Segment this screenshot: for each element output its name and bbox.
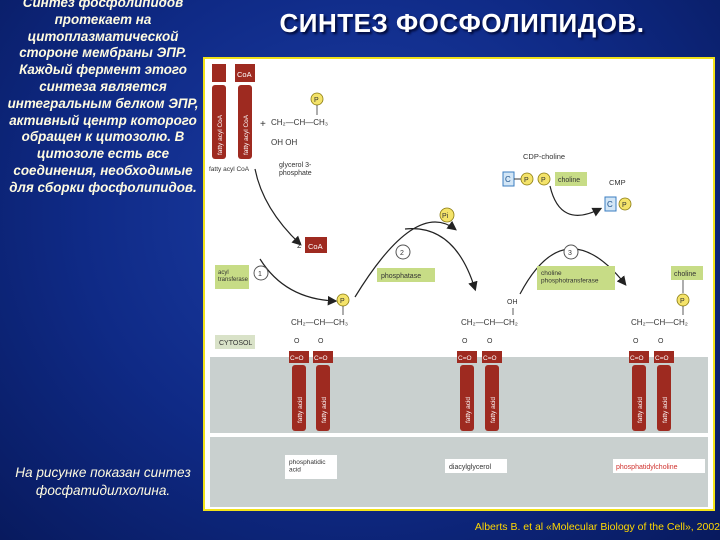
svg-text:P: P xyxy=(340,298,345,305)
step-3-marker xyxy=(563,244,579,260)
svg-text:CH₂—CH—CH₂: CH₂—CH—CH₂ xyxy=(631,318,688,327)
coa-box-2 xyxy=(235,64,255,82)
svg-text:O: O xyxy=(633,338,639,345)
svg-text:O: O xyxy=(462,338,468,345)
svg-text:CDP-choline: CDP-choline xyxy=(523,152,565,161)
svg-text:P: P xyxy=(541,177,546,184)
phosphatidic-acid-molecule: P CH₂—CH—CH₃ O O C=O C=O fatty acid fatt… xyxy=(289,293,350,431)
svg-text:O: O xyxy=(318,338,324,345)
svg-text:P: P xyxy=(680,298,685,305)
svg-text:choline: choline xyxy=(674,271,696,278)
inorganic-phosphate: Pi xyxy=(439,207,455,223)
svg-text:+: + xyxy=(260,119,266,130)
released-coa: 2 CoA xyxy=(297,237,327,253)
svg-text:2: 2 xyxy=(400,250,404,257)
coa-box-3 xyxy=(305,237,327,253)
svg-text:C: C xyxy=(607,200,613,209)
step-1-marker xyxy=(253,265,269,281)
phosphatidylcholine-label: phosphatidylcholine xyxy=(616,464,678,471)
phosphatidylcholine-molecule: P CH₂—CH—CH₂ O O C=O C=O fatty acid fatt… xyxy=(629,293,690,431)
step-2-marker xyxy=(395,244,411,260)
fatty-acyl-coa-bar-2 xyxy=(238,85,252,159)
svg-text:fatty acid: fatty acid xyxy=(321,397,328,423)
svg-text:C=O: C=O xyxy=(314,355,328,362)
svg-text:CoA: CoA xyxy=(237,70,252,79)
coa-box-1 xyxy=(212,64,226,82)
phospholipid-synthesis-diagram: CYTOSOL fatty acyl CoA CoA fatty acyl Co… xyxy=(209,64,708,507)
fatty-acyl-coa-bar-1 xyxy=(212,85,226,159)
phosphate-icon xyxy=(537,172,551,186)
svg-text:C=O: C=O xyxy=(655,355,669,362)
svg-text:P: P xyxy=(622,202,627,209)
svg-text:P: P xyxy=(524,177,529,184)
svg-text:fatty acyl CoA: fatty acyl CoA xyxy=(217,114,224,155)
side-description-bottom: На рисунке показан синтез фосфатидилхоли… xyxy=(15,465,191,498)
svg-text:fatty acid: fatty acid xyxy=(637,397,644,423)
svg-text:fatty acid: fatty acid xyxy=(662,397,669,423)
svg-text:fatty acyl CoA: fatty acyl CoA xyxy=(209,166,250,173)
svg-text:fatty acyl CoA: fatty acyl CoA xyxy=(243,114,250,155)
svg-text:CoA: CoA xyxy=(308,242,323,251)
svg-text:choline: choline xyxy=(558,177,580,184)
phosphatase-label: 2 phosphatase xyxy=(377,244,435,282)
starting-materials: fatty acyl CoA CoA fatty acyl CoA + P CH… xyxy=(209,64,328,177)
svg-text:OH OH: OH OH xyxy=(271,138,297,147)
svg-text:O: O xyxy=(294,338,300,345)
svg-text:C=O: C=O xyxy=(630,355,644,362)
diacylglycerol-label: diacylglycerol xyxy=(449,464,491,471)
choline-box xyxy=(555,172,587,186)
phosphate-icon xyxy=(520,172,534,186)
cytosol-label: CYTOSOL xyxy=(215,335,255,349)
diacylglycerol-molecule: OH CH₂—CH—CH₂ O O C=O C=O fatty acid fat… xyxy=(457,299,518,431)
svg-text:CMP: CMP xyxy=(609,178,626,187)
diagram-panel: CYTOSOL fatty acyl CoA CoA fatty acyl Co… xyxy=(203,57,715,511)
svg-text:O: O xyxy=(487,338,493,345)
choline-right: choline xyxy=(671,266,703,293)
svg-text:CH₂—CH—CH₃: CH₂—CH—CH₃ xyxy=(291,318,348,327)
cytidine-box xyxy=(604,196,617,212)
page-title: СИНТЕЗ ФОСФОЛИПИДОВ. xyxy=(279,8,645,38)
svg-text:C=O: C=O xyxy=(483,355,497,362)
svg-text:fatty acid: fatty acid xyxy=(490,397,497,423)
svg-text:O: O xyxy=(658,338,664,345)
svg-text:fatty acid: fatty acid xyxy=(297,397,304,423)
cdp-choline-group: CDP-choline C P P choline CMP C P xyxy=(502,152,632,217)
citation: Alberts B. et al «Molecular Biology of t… xyxy=(474,521,720,533)
svg-text:phosphatase: phosphatase xyxy=(381,273,421,280)
svg-text:fatty acid: fatty acid xyxy=(465,397,472,423)
svg-text:C: C xyxy=(505,175,511,184)
svg-text:OH: OH xyxy=(507,299,518,306)
svg-text:CH₂—CH—CH₃: CH₂—CH—CH₃ xyxy=(271,118,328,127)
svg-text:Pi: Pi xyxy=(442,213,449,220)
phosphate-icon xyxy=(618,197,632,211)
svg-text:P: P xyxy=(314,97,319,104)
glycerol-3-phosphate-label: glycerol 3-phosphate xyxy=(279,162,312,177)
side-description-top: Синтез фосфолипидов протекает на цитопла… xyxy=(7,0,199,195)
svg-text:C=O: C=O xyxy=(290,355,304,362)
svg-text:1: 1 xyxy=(258,271,262,278)
svg-text:CH₂—CH—CH₂: CH₂—CH—CH₂ xyxy=(461,318,518,327)
svg-text:CYTOSOL: CYTOSOL xyxy=(219,340,252,347)
svg-text:C=O: C=O xyxy=(458,355,472,362)
svg-text:3: 3 xyxy=(568,250,572,257)
